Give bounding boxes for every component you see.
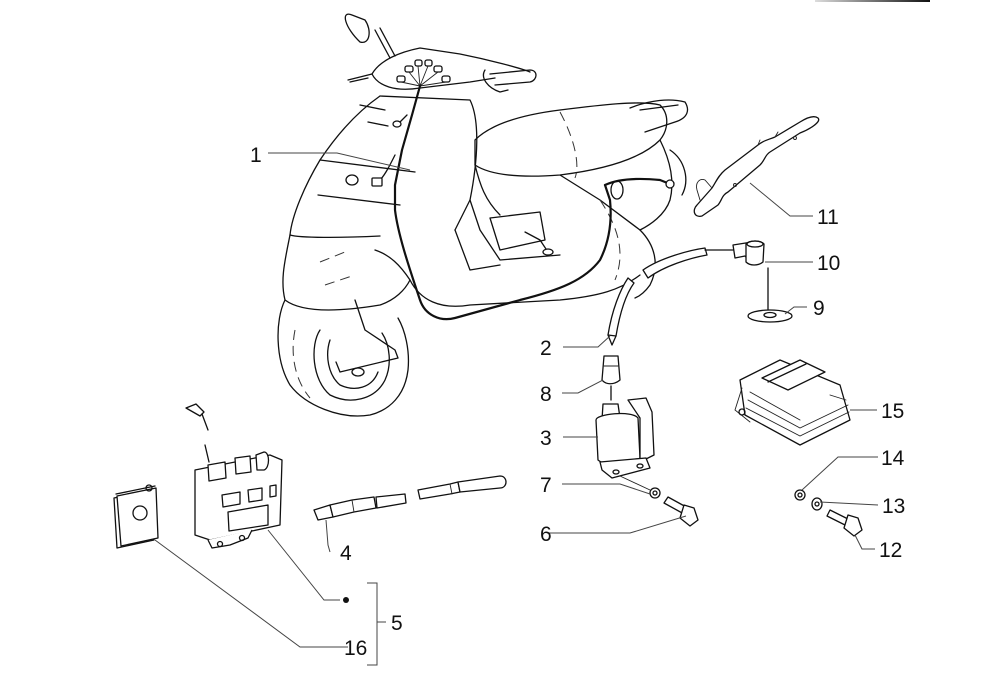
page-edge-bar [815, 0, 930, 2]
leader-13 [819, 501, 879, 506]
leader-5-unit [267, 529, 340, 601]
cable-sleeve-part [313, 475, 507, 521]
leader-7 [562, 483, 651, 495]
spark-plug-cap-part [704, 240, 765, 266]
callout-4: 4 [340, 542, 352, 565]
callout-9: 9 [813, 297, 825, 320]
callout-8: 8 [540, 383, 552, 406]
bracket-part [693, 115, 820, 217]
callout-2: 2 [540, 337, 552, 360]
bracket-5 [367, 582, 386, 666]
leader-4 [325, 519, 331, 553]
callout-13: 13 [882, 495, 905, 518]
callout-labels: 1 2 3 4 5 6 7 8 9 10 11 12 13 14 15 16 [250, 144, 905, 660]
leader-11 [749, 182, 813, 217]
leader-2 [563, 335, 611, 348]
callout-5: 5 [391, 612, 403, 635]
leader-6 [547, 515, 687, 534]
callout-6: 6 [540, 523, 552, 546]
scooter-illustration [277, 13, 689, 417]
harness-connectors [396, 59, 451, 87]
leader-8 [562, 379, 604, 394]
coil-cap-part [601, 355, 621, 401]
mirror-icon [344, 13, 370, 43]
leader-14 [801, 456, 878, 491]
regulator-spacer-part [794, 489, 806, 501]
voltage-regulator-part [734, 359, 851, 446]
callout-11: 11 [817, 206, 839, 229]
leader-16 [154, 539, 348, 648]
control-unit-cover-part [113, 484, 159, 549]
callout-10: 10 [817, 252, 840, 275]
callout-12: 12 [879, 539, 902, 562]
callout-15: 15 [881, 400, 904, 423]
leader-12 [854, 534, 875, 550]
group-dot [343, 597, 349, 603]
spark-plug-gasket-part [747, 267, 793, 323]
hv-cable-part [607, 247, 708, 346]
leader-9 [784, 306, 807, 315]
leader-1 [268, 152, 411, 171]
coil-washer-part [619, 475, 661, 499]
ignition-coil-part [595, 397, 655, 479]
control-unit-part [185, 403, 283, 549]
callout-1: 1 [250, 144, 262, 167]
callout-3: 3 [540, 427, 552, 450]
leader-lines [154, 152, 879, 666]
regulator-screw-part [826, 509, 863, 537]
regulator-washer-part [811, 497, 823, 511]
callout-16: 16 [344, 637, 367, 660]
callout-14: 14 [881, 447, 905, 470]
callout-7: 7 [540, 474, 552, 497]
coil-screw-part [663, 496, 699, 527]
